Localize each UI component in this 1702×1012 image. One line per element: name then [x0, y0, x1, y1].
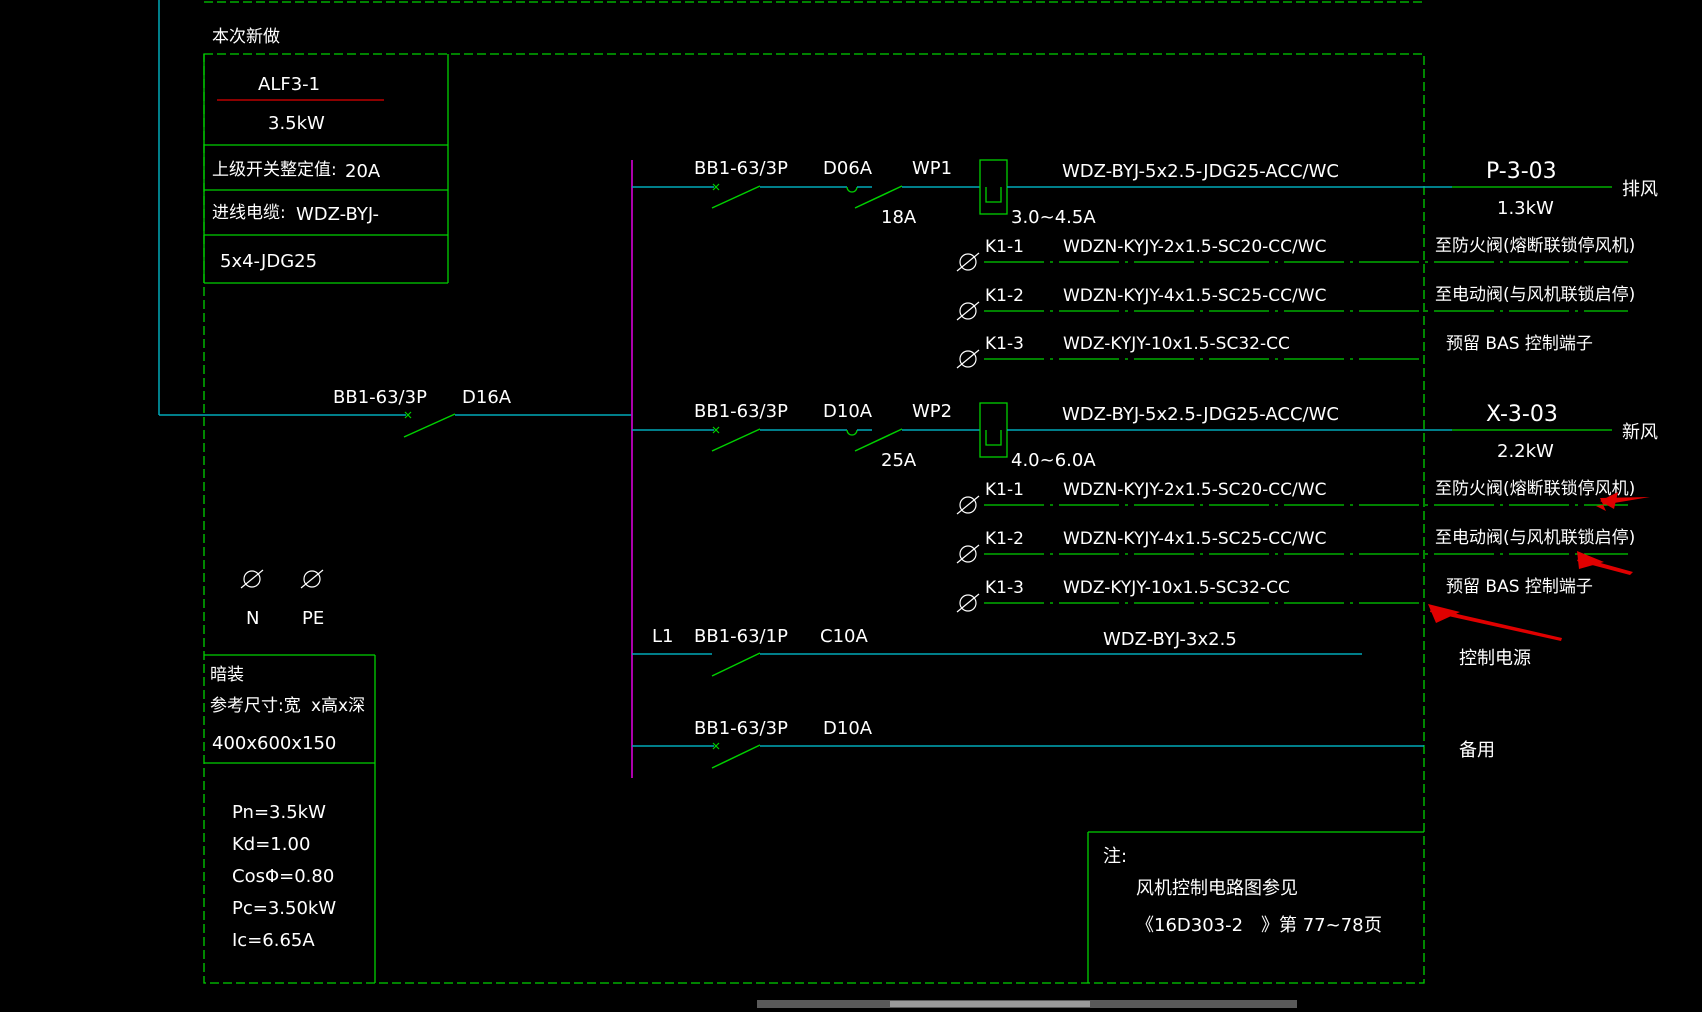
wp2-ctrl-terminal-2: [956, 544, 980, 564]
note-line1: 风机控制电路图参见: [1136, 878, 1298, 899]
panel-name: ALF3-1: [258, 74, 320, 95]
wp2-ctrl-cable-2: WDZN-KYJY-4x1.5-SC25-CC/WC: [1063, 529, 1326, 549]
calc-cos: CosΦ=0.80: [232, 866, 334, 887]
wp2-load-name: X-3-03: [1486, 402, 1558, 427]
wp1-ctrl-cable-1: WDZN-KYJY-2x1.5-SC20-CC/WC: [1063, 237, 1326, 257]
wp2-load-type: 新风: [1622, 422, 1658, 443]
note-box: 注: 风机控制电路图参见 《16D303-2 》第 77~78 页: [1087, 831, 1424, 983]
wp1-k1-2: K1-2: [985, 286, 1024, 306]
circuit-l1: L1 BB1-63/1P C10A WDZ-BYJ-3x2.5 控制电源: [632, 626, 1531, 677]
enclosure-table: 暗装 参考尺寸:宽 x高x深 400x600x150: [204, 654, 376, 983]
upper-setting-value: 20A: [345, 161, 381, 182]
wp2-k1-3: K1-3: [985, 578, 1024, 598]
wp2-ctrl-dest-1: 至防火阀(熔断联锁停风机): [1435, 479, 1635, 499]
wp1-ctrl-terminal-3: [956, 349, 980, 369]
ground-terminals: N PE: [240, 569, 324, 629]
wp2-tag: WP2: [912, 401, 952, 422]
wp2-ctrl-cable-1: WDZN-KYJY-2x1.5-SC20-CC/WC: [1063, 480, 1326, 500]
wp1-ctrl-dest-2: 至电动阀(与风机联锁启停): [1435, 285, 1635, 305]
l1-breaker: BB1-63/1P: [694, 626, 788, 647]
wp1-ctrl-cable-3: WDZ-KYJY-10x1.5-SC32-CC: [1063, 334, 1290, 354]
l1-phase: L1: [652, 626, 673, 647]
wp1-range: 3.0~4.5A: [1011, 207, 1096, 228]
circuit-wp1: BB1-63/3P D06A WP1 18A WDZ-BYJ-5x2.5-JDG…: [632, 158, 1658, 369]
wp1-relay: 18A: [881, 207, 917, 228]
cable-value: WDZ-BYJ-: [296, 204, 379, 225]
note-line2-c: 页: [1364, 915, 1382, 936]
red-arrow-3: [1430, 608, 1562, 641]
pe-terminal-symbol: [300, 569, 324, 589]
n-terminal-symbol: [240, 569, 264, 589]
wp2-ctrl-cable-3: WDZ-KYJY-10x1.5-SC32-CC: [1063, 578, 1290, 598]
scrollbar-thumb[interactable]: [890, 1001, 1090, 1007]
red-arrow-1-head: [1600, 492, 1618, 509]
wp2-relay: 25A: [881, 450, 917, 471]
wp2-k1-2: K1-2: [985, 529, 1024, 549]
red-arrow-2-head: [1577, 551, 1604, 569]
spare-dest: 备用: [1459, 740, 1495, 761]
wp2-k1-1: K1-1: [985, 480, 1024, 500]
incoming-rating: D16A: [462, 387, 512, 408]
wp1-k1-3: K1-3: [985, 334, 1024, 354]
wp1-load-name: P-3-03: [1486, 159, 1557, 184]
wp2-load-power: 2.2kW: [1497, 441, 1554, 462]
wp1-load-type: 排风: [1622, 179, 1658, 200]
panel-power: 3.5kW: [268, 113, 325, 134]
wp1-breaker: BB1-63/3P: [694, 158, 788, 179]
wp1-ctrl-terminal-2: [956, 301, 980, 321]
enclosure-size-value: 400x600x150: [212, 733, 336, 754]
cable-spec: 5x4-JDG25: [220, 251, 317, 272]
wp1-ctrl-dest-1: 至防火阀(熔断联锁停风机): [1435, 236, 1635, 256]
wp2-ctrl-dest-2: 至电动阀(与风机联锁启停): [1435, 528, 1635, 548]
wp2-cable: WDZ-BYJ-5x2.5-JDG25-ACC/WC: [1062, 404, 1339, 425]
red-annotation-arrows: [1428, 492, 1650, 641]
wp2-ctrl-terminal-3: [956, 593, 980, 613]
new-work-note: 本次新做: [212, 27, 280, 47]
l1-rating: C10A: [820, 626, 868, 647]
enclosure-size-label2: x高x深: [311, 696, 365, 716]
n-label: N: [246, 608, 259, 629]
incoming-feeder: BB1-63/3P D16A: [159, 387, 632, 438]
enclosure-size-label: 参考尺寸:宽: [210, 696, 301, 716]
wp1-ctrl-terminal-1: [956, 252, 980, 272]
pe-label: PE: [302, 608, 324, 629]
calc-pc: Pc=3.50kW: [232, 898, 336, 919]
wp1-ctrl-dest-3: 预留 BAS 控制端子: [1446, 334, 1593, 354]
wp1-rating: D06A: [823, 158, 873, 179]
wp2-rating: D10A: [823, 401, 873, 422]
wp1-load-power: 1.3kW: [1497, 198, 1554, 219]
calc-pn: Pn=3.5kW: [232, 802, 326, 823]
horizontal-scrollbar[interactable]: [757, 1000, 1297, 1008]
wp1-cable: WDZ-BYJ-5x2.5-JDG25-ACC/WC: [1062, 161, 1339, 182]
wp2-breaker: BB1-63/3P: [694, 401, 788, 422]
wp1-k1-1: K1-1: [985, 237, 1024, 257]
circuit-spare: BB1-63/3P D10A 备用: [632, 718, 1495, 769]
note-line2-a: 《16D303-2: [1136, 915, 1243, 936]
wp2-range: 4.0~6.0A: [1011, 450, 1096, 471]
calc-ic: Ic=6.65A: [232, 930, 315, 951]
panel-dashed-frame: [203, 53, 1425, 984]
upper-setting-label: 上级开关整定值:: [212, 160, 337, 180]
cable-label: 进线电缆:: [212, 203, 286, 223]
spare-breaker: BB1-63/3P: [694, 718, 788, 739]
wp2-ctrl-dest-3: 预留 BAS 控制端子: [1446, 577, 1593, 597]
calc-kd: Kd=1.00: [232, 834, 310, 855]
spare-rating: D10A: [823, 718, 873, 739]
wp2-ctrl-terminal-1: [956, 495, 980, 515]
wp1-ctrl-cable-2: WDZN-KYJY-4x1.5-SC25-CC/WC: [1063, 286, 1326, 306]
circuit-wp2: BB1-63/3P D10A WP2 25A WDZ-BYJ-5x2.5-JDG…: [632, 401, 1658, 613]
load-calculation: Pn=3.5kW Kd=1.00 CosΦ=0.80 Pc=3.50kW Ic=…: [232, 802, 336, 951]
wp1-tag: WP1: [912, 158, 952, 179]
incoming-breaker: BB1-63/3P: [333, 387, 427, 408]
red-arrow-3-head: [1428, 604, 1460, 623]
note-line2-b: 》第 77~78: [1261, 915, 1364, 936]
note-title: 注:: [1103, 846, 1127, 867]
l1-dest: 控制电源: [1459, 648, 1531, 669]
l1-cable: WDZ-BYJ-3x2.5: [1103, 629, 1237, 650]
panel-info-table: ALF3-1 3.5kW 上级开关整定值: 20A 进线电缆: WDZ-BYJ-…: [203, 54, 449, 284]
enclosure-mount: 暗装: [210, 665, 244, 685]
